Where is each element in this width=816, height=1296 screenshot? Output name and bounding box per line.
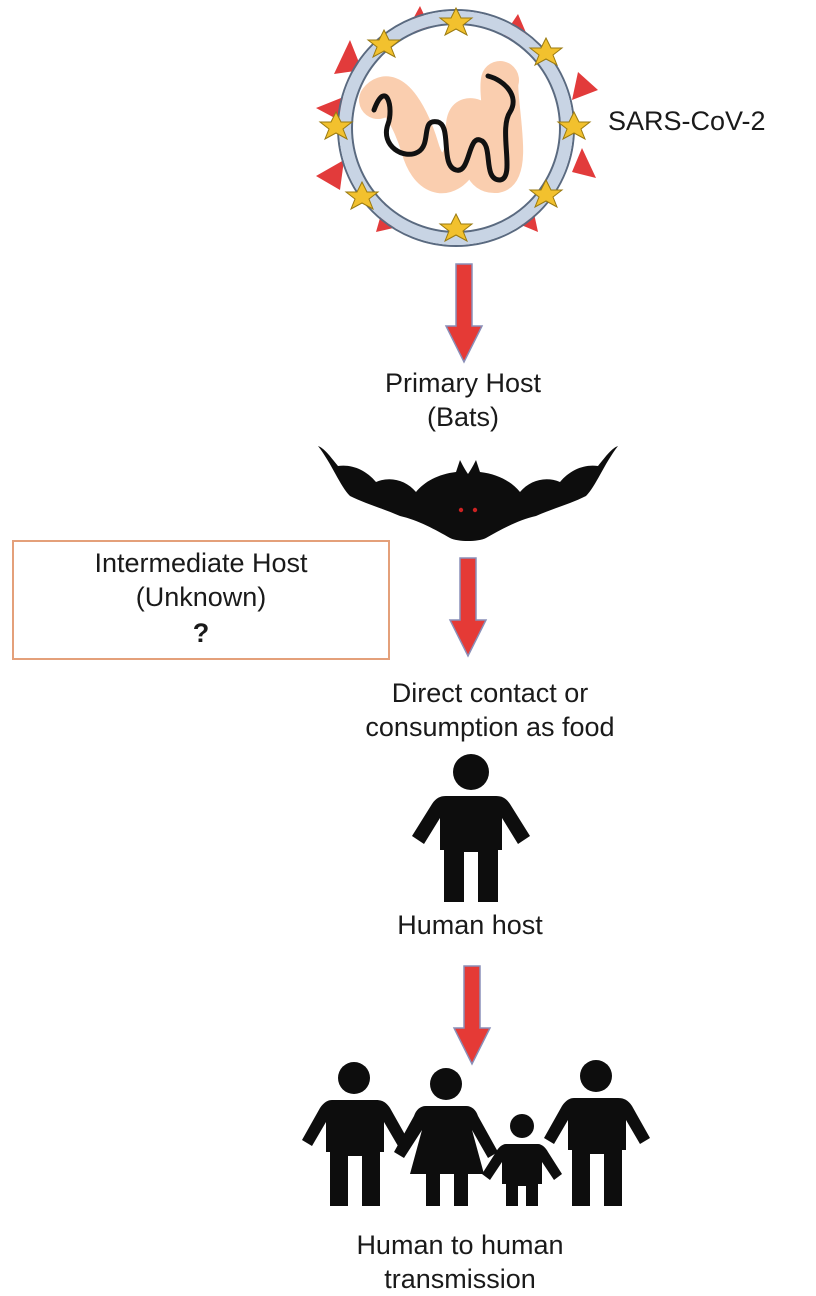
primary-host-subtitle: (Bats)	[426, 402, 499, 432]
transmission-route-line1: Direct contact or	[391, 678, 589, 708]
intermediate-host-subtitle: (Unknown)	[135, 582, 267, 612]
person-icon	[412, 754, 530, 902]
human-to-human-line2: transmission	[384, 1264, 536, 1294]
bat-icon	[318, 446, 618, 541]
human-host-label: Human host	[397, 910, 543, 940]
primary-host-label: Primary Host (Bats)	[318, 366, 608, 434]
arrow-down-icon	[444, 263, 484, 364]
arrow-down-icon	[452, 965, 492, 1066]
transmission-route-label: Direct contact or consumption as food	[300, 676, 680, 744]
primary-host-title: Primary Host	[384, 368, 541, 398]
human-to-human-line1: Human to human	[356, 1230, 564, 1260]
arrow-down-icon	[448, 557, 488, 658]
intermediate-host-title: Intermediate Host	[94, 548, 308, 578]
family-icon	[302, 1060, 650, 1206]
virus-label: SARS-CoV-2	[608, 106, 766, 136]
human-to-human-label: Human to human transmission	[290, 1228, 630, 1296]
transmission-route-line2: consumption as food	[365, 712, 615, 742]
virus-icon	[316, 6, 598, 247]
intermediate-host-box: Intermediate Host (Unknown) ?	[12, 540, 390, 660]
question-mark: ?	[192, 618, 210, 648]
